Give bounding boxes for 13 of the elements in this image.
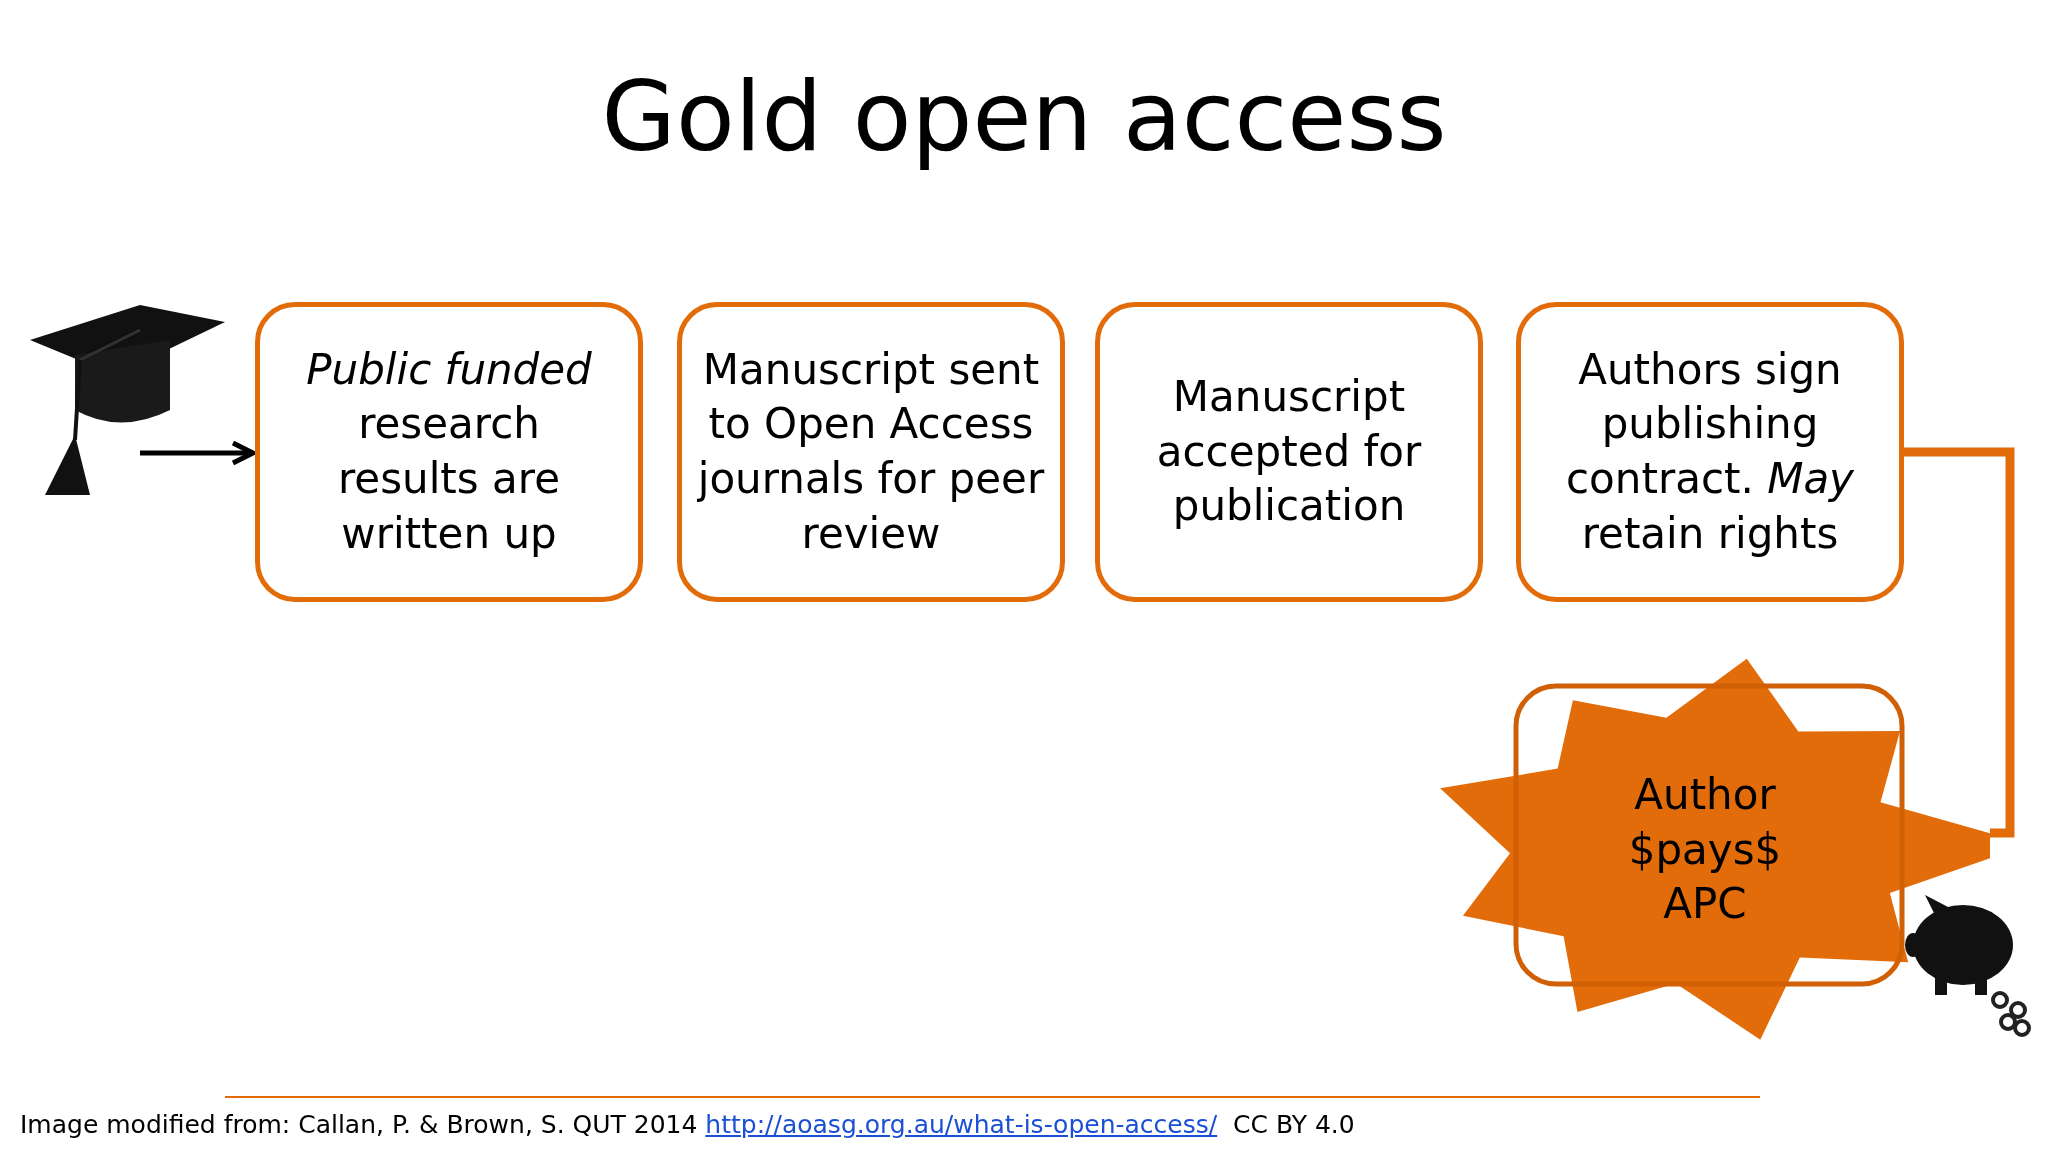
source-link: http://aoasg.org.au/what-is-open-access/ (705, 1110, 1218, 1139)
connector-arrow (140, 440, 256, 466)
process-box (1095, 302, 1483, 602)
caption: Image modified from: Callan, P. & Brown, S. QUT 2014 http://aoasg.org.au/what-is-open-access/ CC BY 4.0 (20, 1110, 1355, 1139)
box-text: Public funded research results are written up (305, 343, 593, 560)
box-text: Authors sign publishing contract. May retain rights (1565, 343, 1855, 560)
title: Gold open access (600, 60, 1448, 175)
process-box (1516, 302, 1904, 602)
box-text: Manuscript sent to Open Access journals for peer review (696, 343, 1046, 560)
box-text: Author $pays$ APC (1627, 769, 1783, 931)
box-text: Manuscript accepted for publication (1155, 371, 1423, 533)
process-box (255, 302, 643, 602)
process-box (677, 302, 1065, 602)
